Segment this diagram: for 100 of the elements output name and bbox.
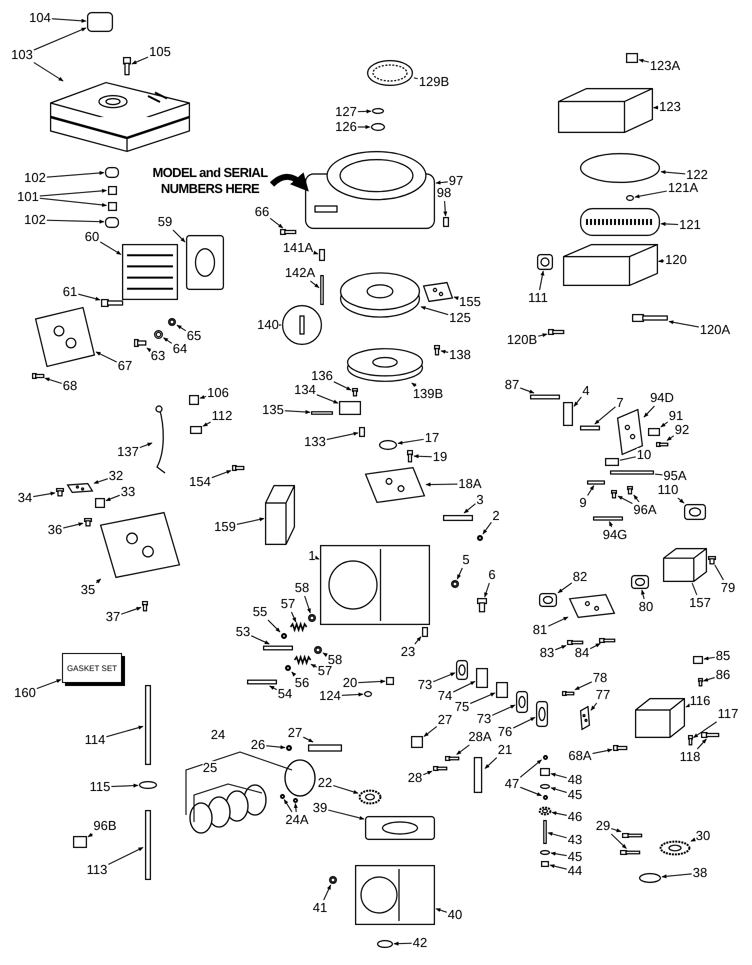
- gasket-drawing: [536, 701, 548, 727]
- callout-number: 56: [294, 676, 310, 690]
- leader-line: [398, 438, 424, 445]
- leader-line: [660, 170, 686, 174]
- washer-drawing: [371, 123, 385, 131]
- callout-number: 92: [674, 423, 690, 437]
- callout-number: 115: [90, 780, 110, 794]
- callout-number: 4: [582, 384, 590, 398]
- leader-line: [411, 382, 417, 388]
- callout-number: 160: [14, 686, 36, 700]
- callout-number: 47: [504, 777, 520, 791]
- callout-number: 142A: [284, 266, 316, 280]
- bracket-drawing: [67, 483, 93, 493]
- leader-line: [668, 320, 700, 328]
- part-drawing: [648, 428, 660, 436]
- callout-number: 21: [498, 743, 512, 757]
- leader-line: [96, 351, 118, 363]
- housing-drawing: [562, 244, 658, 286]
- leader-line: [558, 582, 572, 594]
- washer-drawing: [281, 633, 287, 639]
- leader-line: [313, 250, 318, 254]
- leader-line: [328, 810, 364, 820]
- bolt-drawing: [32, 373, 44, 379]
- leader-line: [633, 494, 640, 502]
- leader-line: [592, 748, 612, 754]
- pointer-arrow: [270, 172, 310, 192]
- callout-number: 110: [658, 483, 678, 497]
- part-drawing: [422, 627, 428, 637]
- leader-line: [520, 786, 542, 796]
- leader-line: [250, 635, 270, 644]
- callout-number: 38: [692, 866, 708, 880]
- gasket-drawing: [456, 660, 468, 680]
- washer-drawing: [377, 940, 393, 948]
- callout-number: 154: [189, 475, 211, 489]
- leader-line: [538, 333, 548, 338]
- leader-line: [284, 799, 292, 812]
- callout-number: 120B: [506, 333, 538, 347]
- part-drawing: [73, 836, 87, 848]
- bolt-drawing: [620, 850, 640, 854]
- leader-line: [333, 381, 352, 391]
- washer-drawing: [379, 440, 397, 450]
- callout-number: 101: [17, 190, 39, 204]
- washer-drawing: [542, 794, 548, 800]
- filter-drawing: [580, 208, 660, 236]
- callout-number: 34: [18, 491, 32, 505]
- leader-line: [484, 757, 498, 770]
- callout-number: 68A: [568, 749, 592, 763]
- bracket-drawing: [569, 594, 615, 618]
- washer-drawing: [542, 754, 548, 760]
- callout-number: 67: [118, 359, 132, 373]
- callout-number: 135: [262, 403, 284, 417]
- gasket-drawing: [537, 254, 553, 270]
- leader-line: [291, 672, 296, 677]
- callout-number: 74: [438, 689, 452, 703]
- callout-number: 120A: [700, 323, 730, 337]
- leader-line: [686, 703, 691, 708]
- callout-number: 96A: [633, 503, 657, 517]
- callout-number: 113: [86, 863, 108, 877]
- callout-number: 20: [342, 676, 358, 690]
- leader-line: [608, 521, 613, 528]
- cap-drawing: [87, 12, 113, 32]
- leader-line: [51, 18, 86, 23]
- leader-line: [284, 410, 310, 414]
- leader-line: [539, 270, 544, 290]
- callout-number: 64: [172, 342, 188, 356]
- callout-number: 45: [568, 788, 582, 802]
- leader-line: [520, 759, 542, 778]
- callout-number: 125: [449, 311, 471, 325]
- engine-block-drawing: [355, 865, 435, 925]
- leader-line: [552, 811, 568, 816]
- leader-line: [276, 323, 282, 327]
- callout-number: 123: [659, 100, 681, 114]
- callout-number: 82: [572, 570, 588, 584]
- wire-drawing: [153, 405, 167, 475]
- rod-drawing: [530, 394, 560, 400]
- gasket-drawing: [516, 691, 528, 713]
- bolt-drawing: [232, 465, 244, 471]
- callout-number: 60: [84, 230, 100, 244]
- part-drawing: [476, 668, 488, 688]
- part-drawing: [108, 186, 116, 194]
- gasket-set-box: GASKET SET: [62, 653, 122, 683]
- callout-number: 80: [638, 600, 654, 614]
- callout-number: 19: [432, 450, 448, 464]
- tube-drawing: [320, 275, 324, 305]
- callout-number: 44: [568, 864, 582, 878]
- housing-drawing: [635, 698, 685, 738]
- rod-drawing: [308, 743, 342, 753]
- leader-line: [304, 596, 311, 614]
- washer-drawing: [329, 876, 337, 884]
- detail-inset-drawing: [282, 305, 322, 345]
- callout-number: 78: [592, 671, 608, 685]
- bolt-drawing: [142, 601, 148, 611]
- washer-drawing: [372, 108, 384, 114]
- washer-drawing: [280, 794, 284, 798]
- callout-number: 48: [568, 773, 582, 787]
- callout-number: 94G: [602, 528, 628, 542]
- callout-number: 6: [488, 568, 496, 582]
- callout-number: 73: [476, 712, 492, 726]
- leader-line: [414, 636, 422, 644]
- part-drawing: [443, 217, 449, 227]
